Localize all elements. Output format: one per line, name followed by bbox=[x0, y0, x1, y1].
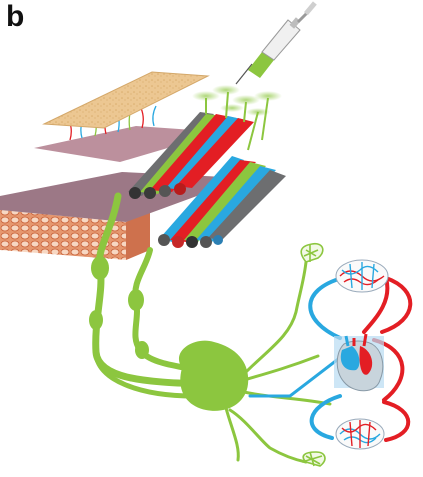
upper-capillary-bed bbox=[336, 260, 388, 292]
spinal-ganglion bbox=[179, 262, 330, 462]
syringe bbox=[236, 1, 317, 84]
circulation-loop bbox=[250, 278, 410, 440]
heart bbox=[334, 334, 384, 391]
epidermis-plane bbox=[44, 72, 208, 128]
nerve-ending-top bbox=[301, 244, 323, 262]
lower-capillary-bed bbox=[336, 419, 384, 449]
nerve-ending-bottom bbox=[302, 452, 325, 466]
